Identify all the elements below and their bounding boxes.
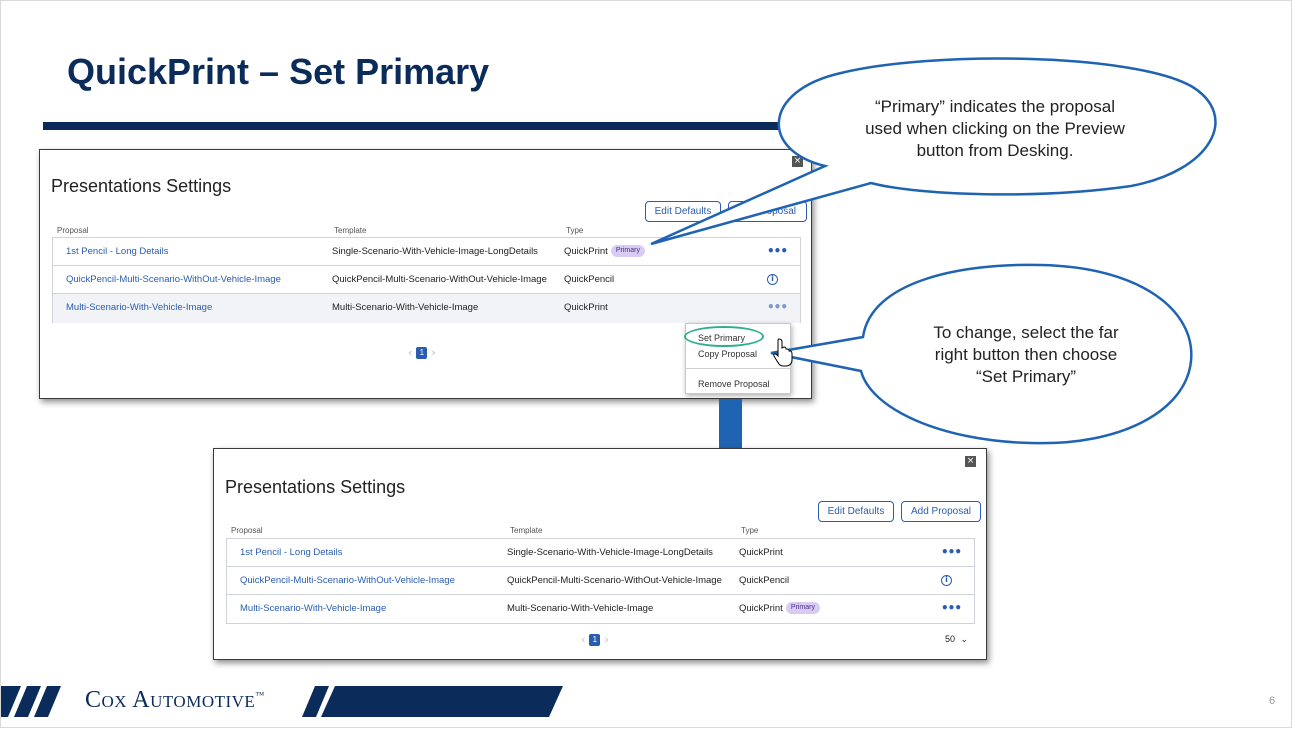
template-cell: Single-Scenario-With-Vehicle-Image-LongD…	[507, 547, 713, 558]
next-page-icon[interactable]: ›	[604, 633, 609, 646]
table-row: Multi-Scenario-With-Vehicle-Image Multi-…	[227, 595, 974, 624]
table-row: 1st Pencil - Long Details Single-Scenari…	[227, 539, 974, 567]
brand-name: Cox Automotive	[85, 687, 256, 713]
next-page-icon[interactable]: ›	[431, 346, 436, 359]
proposal-link[interactable]: Multi-Scenario-With-Vehicle-Image	[240, 603, 387, 614]
column-header-proposal: Proposal	[57, 226, 89, 235]
trademark-mark: ™	[255, 690, 265, 700]
column-header-type: Type	[741, 526, 759, 535]
close-icon[interactable]: ×	[792, 156, 803, 167]
table-row: Multi-Scenario-With-Vehicle-Image Multi-…	[53, 294, 800, 323]
page-number: 6	[1269, 695, 1276, 707]
highlight-ring	[684, 326, 764, 347]
callout-line: To change, select the far	[933, 323, 1119, 342]
menu-divider	[686, 368, 790, 369]
proposals-table: 1st Pencil - Long Details Single-Scenari…	[226, 538, 975, 624]
slide-title: QuickPrint – Set Primary	[67, 51, 490, 92]
column-header-template: Template	[334, 226, 367, 235]
menu-item-set-primary[interactable]: Set Primary	[698, 333, 746, 343]
callout-line: “Primary” indicates the proposal	[875, 97, 1115, 116]
table-row: QuickPencil-Multi-Scenario-WithOut-Vehic…	[53, 266, 800, 294]
proposal-link[interactable]: Multi-Scenario-With-Vehicle-Image	[66, 302, 213, 313]
page-number-button[interactable]: 1	[416, 347, 428, 359]
template-cell: QuickPencil-Multi-Scenario-WithOut-Vehic…	[507, 575, 722, 586]
more-options-icon[interactable]: •••	[767, 244, 788, 258]
type-cell: QuickPencil	[739, 575, 790, 586]
presentations-settings-panel-after: × Presentations Settings Edit Defaults A…	[213, 448, 987, 660]
type-label: QuickPrint	[739, 603, 783, 614]
column-header-template: Template	[510, 526, 543, 535]
table-row: QuickPencil-Multi-Scenario-WithOut-Vehic…	[227, 567, 974, 595]
panel-heading: Presentations Settings	[51, 176, 232, 196]
pagination: ‹1›	[581, 633, 609, 646]
callout-line: button from Desking.	[916, 141, 1074, 160]
callout-line: right button then choose	[934, 345, 1118, 364]
menu-item-copy-proposal[interactable]: Copy Proposal	[698, 349, 758, 359]
proposal-link[interactable]: QuickPencil-Multi-Scenario-WithOut-Vehic…	[66, 274, 281, 285]
info-icon[interactable]: i	[767, 274, 778, 285]
page-size-value: 50	[945, 634, 956, 644]
page-number-button[interactable]: 1	[589, 634, 601, 646]
type-label: QuickPrint	[564, 246, 608, 257]
edit-defaults-button[interactable]: Edit Defaults	[818, 501, 894, 522]
title-rule	[43, 122, 803, 130]
column-header-proposal: Proposal	[231, 526, 263, 535]
info-icon[interactable]: i	[941, 575, 952, 586]
prev-page-icon[interactable]: ‹	[581, 633, 586, 646]
table-row: 1st Pencil - Long Details Single-Scenari…	[53, 238, 800, 266]
template-cell: Multi-Scenario-With-Vehicle-Image	[507, 603, 654, 614]
menu-item-remove-proposal[interactable]: Remove Proposal	[698, 379, 770, 389]
add-proposal-button[interactable]: Add Proposal	[901, 501, 981, 522]
more-options-icon[interactable]: •••	[941, 545, 962, 559]
template-cell: Multi-Scenario-With-Vehicle-Image	[332, 302, 479, 313]
callout-line: “Set Primary”	[975, 367, 1077, 386]
proposal-link[interactable]: 1st Pencil - Long Details	[240, 547, 343, 558]
prev-page-icon[interactable]: ‹	[408, 346, 413, 359]
footer-stripes-right	[302, 686, 563, 717]
edit-defaults-button[interactable]: Edit Defaults	[645, 201, 721, 222]
chevron-down-icon: ⌄	[960, 635, 969, 645]
primary-badge: Primary	[610, 245, 645, 258]
row-actions-menu: Set Primary Copy Proposal Remove Proposa…	[684, 323, 791, 394]
callout-text-primary: “Primary” indicates the proposal used wh…	[821, 96, 1169, 162]
add-proposal-button[interactable]: roposal	[728, 201, 807, 222]
callout-line: used when clicking on the Preview	[865, 119, 1125, 138]
template-cell: Single-Scenario-With-Vehicle-Image-LongD…	[332, 246, 538, 257]
footer-stripes-left	[1, 686, 61, 717]
proposals-table: 1st Pencil - Long Details Single-Scenari…	[52, 237, 801, 323]
page-size-select[interactable]: 50 ⌄	[945, 634, 968, 645]
proposal-link[interactable]: QuickPencil-Multi-Scenario-WithOut-Vehic…	[240, 575, 455, 586]
template-cell: QuickPencil-Multi-Scenario-WithOut-Vehic…	[332, 274, 547, 285]
panel-heading: Presentations Settings	[225, 477, 406, 497]
type-cell: QuickPrint	[739, 547, 783, 558]
more-options-icon[interactable]: •••	[767, 300, 788, 314]
callout-text-change: To change, select the far right button t…	[891, 322, 1161, 388]
cox-automotive-logo: Cox Automotive™	[85, 687, 265, 714]
proposal-link[interactable]: 1st Pencil - Long Details	[66, 246, 169, 257]
column-header-type: Type	[566, 226, 584, 235]
more-options-icon[interactable]: •••	[941, 601, 962, 615]
type-cell: QuickPencil	[564, 274, 615, 285]
close-icon[interactable]: ×	[965, 456, 976, 467]
type-cell: QuickPrint	[564, 302, 608, 313]
pagination: ‹1›	[408, 346, 436, 359]
primary-badge: Primary	[785, 602, 820, 615]
